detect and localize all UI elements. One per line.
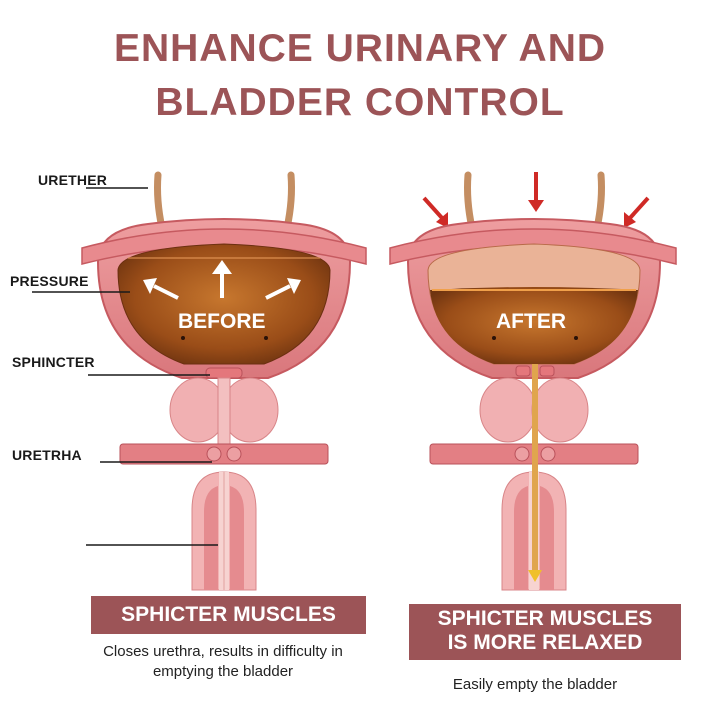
- label-sphincter: SPHINCTER: [12, 354, 95, 370]
- urine-flow-arrowhead: [528, 570, 542, 582]
- before-bladder-group: [32, 171, 367, 591]
- reduced-urine: [430, 287, 638, 364]
- after-badge-line-1: SPHICTER MUSCLES: [437, 607, 653, 630]
- left-ureter-tube: [154, 171, 166, 232]
- urine-flow-stream: [532, 364, 538, 572]
- after-bladder-group: [389, 171, 677, 591]
- after-badge-line-2: IS MORE RELAXED: [447, 630, 643, 654]
- after-description: Easily empty the bladder: [452, 676, 618, 693]
- title-line-2: BLADDER CONTROL: [155, 81, 565, 124]
- pressure-arrows: [143, 260, 301, 300]
- contraction-arrows: [422, 172, 650, 228]
- before-label: BEFORE: [178, 310, 266, 333]
- label-uretrha: URETRHA: [12, 447, 82, 463]
- before-description: Closes urethra, results in difficulty in…: [103, 643, 343, 680]
- right-ureter-tube: [283, 171, 295, 232]
- urine-cavity: [117, 243, 331, 365]
- before-badge: SPHICTER MUSCLES: [91, 596, 366, 634]
- closed-sphincter: [205, 367, 243, 379]
- after-badge: SPHICTER MUSCLES IS MORE RELAXED: [409, 604, 681, 660]
- after-label: AFTER: [496, 310, 566, 333]
- title-line-1: ENHANCE URINARY AND: [113, 27, 607, 70]
- label-urether: URETHER: [38, 172, 108, 188]
- label-pressure: PRESSURE: [10, 273, 89, 289]
- pelvic-floor-band: [119, 443, 329, 465]
